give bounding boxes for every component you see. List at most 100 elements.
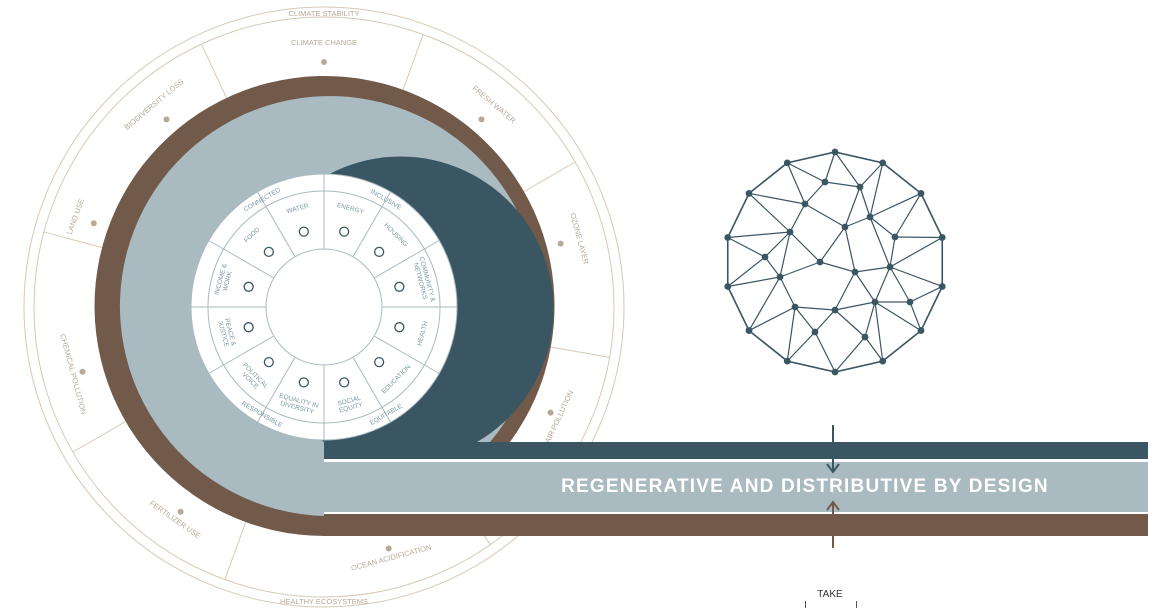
network-rim-edge	[787, 360, 836, 373]
network-edge	[869, 216, 896, 238]
network-edge	[874, 301, 922, 332]
animal-icon	[163, 116, 170, 123]
network-edge	[874, 301, 884, 362]
scales-icon	[243, 322, 254, 333]
network-edge	[864, 301, 876, 338]
outer-segment-label: BIODIVERSITY LOSS	[123, 77, 186, 132]
network-node	[938, 234, 946, 241]
network-edge	[834, 151, 861, 188]
people-icon	[339, 377, 350, 388]
outer-segment-label: FRESH WATER	[471, 84, 518, 126]
network-rim-edge	[727, 286, 750, 331]
network-node	[724, 283, 732, 290]
network-edge	[779, 231, 791, 278]
network-edge	[764, 231, 791, 258]
network-node	[831, 368, 839, 376]
network-edge	[814, 331, 836, 373]
network-edge	[727, 256, 766, 287]
network-node	[783, 159, 791, 167]
network-edge	[889, 236, 896, 268]
network-edge	[727, 236, 766, 258]
network-edge	[814, 309, 836, 333]
network-edge	[764, 256, 781, 278]
network-node	[861, 333, 869, 341]
network-edge	[786, 162, 806, 205]
book-icon	[374, 357, 385, 368]
tools-icon	[243, 281, 254, 292]
network-node	[776, 273, 784, 281]
factory-icon	[547, 409, 554, 416]
network-edge	[889, 237, 943, 268]
social-divider	[208, 240, 275, 279]
network-node	[791, 303, 799, 311]
network-edge	[727, 231, 791, 239]
network-edge	[786, 331, 816, 362]
network-edge	[859, 186, 871, 218]
network-globe	[724, 148, 946, 376]
network-node	[866, 213, 874, 221]
network-edge	[844, 226, 856, 273]
network-edge	[824, 151, 836, 183]
network-edge	[874, 266, 891, 303]
take-label: TAKE	[817, 589, 843, 600]
network-rim-edge	[787, 151, 836, 164]
network-node	[801, 200, 809, 208]
social-divider	[208, 335, 275, 374]
network-edge	[748, 192, 791, 233]
fertilizer-bag-icon	[177, 508, 184, 515]
network-edge	[834, 336, 866, 373]
flask-icon	[79, 368, 86, 375]
trees-icon	[90, 220, 97, 227]
up-arrow-head	[826, 500, 840, 511]
network-node	[831, 306, 839, 314]
network-node	[841, 223, 849, 231]
network-edge	[869, 216, 891, 268]
network-edge	[854, 266, 891, 273]
social-divider	[352, 191, 391, 258]
social-divider	[257, 191, 296, 258]
network-node	[891, 233, 899, 241]
network-edge	[824, 181, 861, 188]
drop-icon	[298, 226, 309, 237]
network-edge	[789, 203, 806, 233]
network-node	[811, 328, 819, 336]
network-edge	[909, 301, 922, 331]
network-node	[871, 298, 879, 306]
banner-white-line	[324, 459, 1148, 462]
network-edge	[834, 309, 866, 338]
network-edge	[859, 162, 884, 188]
outer-divider	[546, 345, 610, 358]
take-bracket	[805, 601, 857, 608]
network-node	[745, 190, 753, 197]
leaf-drop-icon	[478, 116, 485, 123]
network-edge	[834, 271, 856, 311]
network-edge	[909, 285, 943, 303]
network-rim-edge	[882, 329, 922, 362]
outer-ring-top-label: CLIMATE STABILITY	[289, 9, 360, 18]
network-edge	[789, 231, 821, 263]
thermometer-icon	[321, 59, 327, 65]
outer-segment-label: AIR POLLUTION	[543, 389, 575, 445]
network-node	[906, 298, 914, 306]
network-node	[856, 183, 864, 191]
outer-divider	[43, 231, 106, 249]
network-node	[816, 258, 824, 266]
network-rim-edge	[727, 193, 750, 238]
network-rim-edge	[748, 162, 788, 195]
network-node	[783, 357, 791, 365]
sun-icon	[339, 226, 350, 237]
network-icon	[394, 281, 405, 292]
network-edge	[894, 236, 943, 239]
outer-ring-circle-0	[23, 6, 625, 608]
megaphone-icon	[263, 357, 274, 368]
network-edge	[854, 271, 876, 303]
network-rim-edge	[920, 286, 943, 331]
network-rim-edge	[882, 162, 922, 195]
network-rim-edge	[748, 329, 788, 362]
network-edge	[869, 162, 884, 218]
network-node	[851, 268, 859, 276]
outer-segment-label: FERTILIZER USE	[148, 499, 203, 541]
outer-segment-label: LAND USE	[65, 197, 86, 235]
